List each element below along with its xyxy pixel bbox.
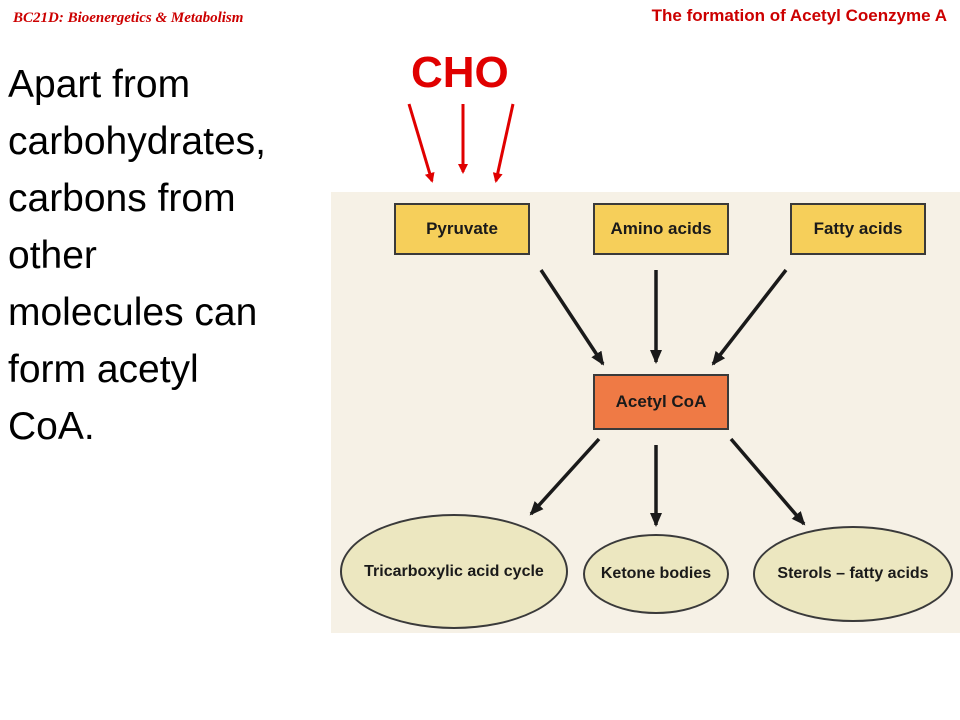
cho-arrow-left: [407, 103, 435, 183]
body-line: carbons from: [8, 177, 236, 220]
ellipse-ketone-bodies: Ketone bodies: [583, 534, 729, 614]
arrow-acetyl-coa-to-tca-cycle: [529, 437, 601, 516]
body-line: Apart from: [8, 63, 191, 106]
diagram-arrows: [529, 268, 806, 527]
box-pyruvate: Pyruvate: [394, 203, 530, 255]
arrow-fatty-acids-to-acetyl-coa: [711, 268, 788, 366]
acetyl-coa-diagram: Pyruvate Amino acids Fatty acids Acetyl …: [331, 192, 960, 633]
course-title: BC21D: Bioenergetics & Metabolism: [13, 10, 244, 26]
body-text: Apart from carbohydrates, carbons from o…: [8, 56, 338, 455]
arrow-acetyl-coa-to-sterols: [729, 437, 806, 526]
body-line: CoA.: [8, 405, 95, 448]
ellipse-tca-cycle: Tricarboxylic acid cycle: [340, 514, 568, 629]
body-line: carbohydrates,: [8, 120, 266, 163]
ellipse-sterols-fatty-acids: Sterols – fatty acids: [753, 526, 953, 622]
slide-title: The formation of Acetyl Coenzyme A: [651, 6, 947, 25]
box-amino-acids: Amino acids: [593, 203, 729, 255]
body-line: other: [8, 234, 97, 277]
cho-label: CHO: [411, 48, 509, 97]
box-fatty-acids: Fatty acids: [790, 203, 926, 255]
arrow-pyruvate-to-acetyl-coa: [539, 269, 605, 366]
body-line: molecules can: [8, 291, 258, 334]
cho-arrow-right: [492, 103, 515, 183]
body-line: form acetyl: [8, 348, 199, 391]
box-acetyl-coa: Acetyl CoA: [593, 374, 729, 430]
cho-arrows: [407, 103, 515, 183]
